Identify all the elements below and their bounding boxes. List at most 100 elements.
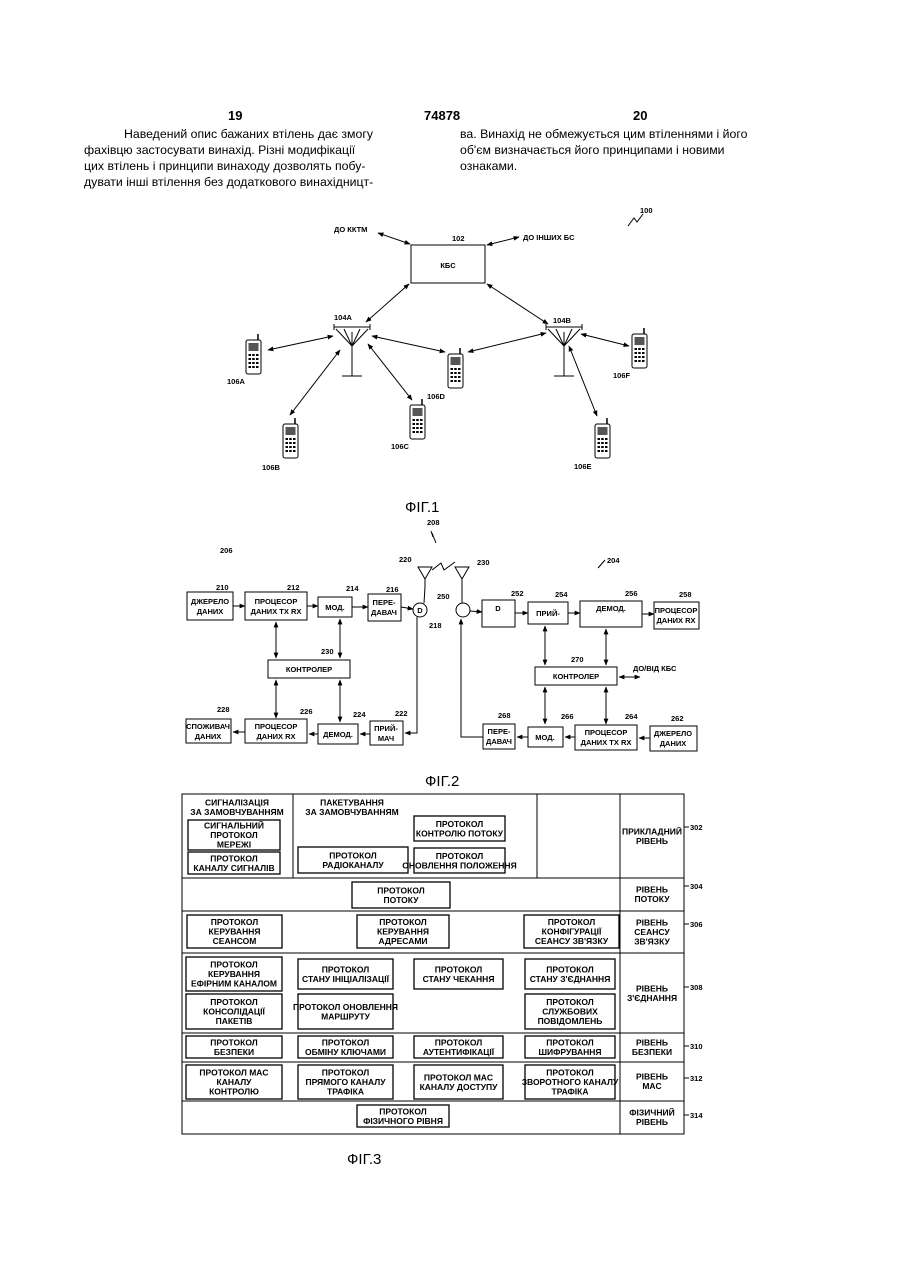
protocol-label: ШИФРУВАННЯ bbox=[539, 1047, 602, 1057]
terminal-106c-icon bbox=[410, 399, 425, 439]
protocol-label: ПРОТОКОЛ MAC bbox=[199, 1068, 268, 1078]
protocol-label: ПОТОКУ bbox=[383, 895, 419, 905]
block-ref: 254 bbox=[555, 590, 568, 599]
layer-label: РІВЕНЬ bbox=[636, 884, 668, 894]
block-ref: 230 bbox=[477, 558, 490, 567]
block-label: ПЕРЕ- bbox=[488, 727, 511, 736]
block-label: ДАНИХ bbox=[195, 732, 222, 741]
layer-ref: 308 bbox=[690, 983, 703, 992]
protocol-label: ПАКЕТІВ bbox=[216, 1016, 253, 1026]
block-label: ПРОЦЕСОР bbox=[585, 728, 628, 737]
block-label: ДЖЕРЕЛО bbox=[191, 597, 229, 606]
block-label: ПЕРЕ- bbox=[373, 598, 396, 607]
ref-link-label: 208 bbox=[427, 518, 440, 527]
bts-b-label: 104B bbox=[553, 316, 572, 325]
protocol-label: ТРАФІКА bbox=[552, 1087, 589, 1097]
protocol-label: ПРОТОКОЛ bbox=[377, 885, 424, 895]
block-ref: 224 bbox=[353, 710, 366, 719]
block-label: ПРИЙ- bbox=[536, 609, 560, 618]
block-ref: 250 bbox=[437, 592, 450, 601]
layer-label: РІВЕНЬ bbox=[636, 918, 668, 928]
protocol-label: РАДІОКАНАЛУ bbox=[322, 860, 384, 870]
block-label: ДАВАЧ bbox=[371, 608, 397, 617]
protocol-label: КЕРУВАННЯ bbox=[209, 927, 261, 937]
block-label: D bbox=[417, 606, 423, 615]
protocol-label: ПРОТОКОЛ bbox=[546, 1068, 593, 1078]
ref-left-label: 206 bbox=[220, 546, 233, 555]
layer-label: РІВЕНЬ bbox=[636, 983, 668, 993]
protocol-label: ПРОТОКОЛ bbox=[210, 853, 257, 863]
block-label: МОД. bbox=[325, 603, 344, 612]
protocol-label: ПРОТОКОЛ bbox=[322, 1068, 369, 1078]
block-label: КОНТРОЛЕР bbox=[553, 672, 599, 681]
to-pstn-label: ДО ККТМ bbox=[334, 225, 367, 234]
protocol-label: ПРОТОКОЛ bbox=[436, 851, 483, 861]
to-other-bs-label: ДО ІНШИХ БС bbox=[523, 233, 575, 242]
terminal-106a-icon bbox=[246, 334, 261, 374]
layer-ref: 314 bbox=[690, 1111, 703, 1120]
layer-label: ПОТОКУ bbox=[634, 894, 670, 904]
terminal-label: 106F bbox=[613, 371, 631, 380]
protocol-label: МЕРЕЖІ bbox=[217, 840, 251, 850]
protocol-label: КАНАЛУ bbox=[217, 1077, 253, 1087]
terminal-label: 106E bbox=[574, 462, 592, 471]
block-ref: 216 bbox=[386, 585, 399, 594]
protocol-label: ПРОТОКОЛ bbox=[322, 1037, 369, 1047]
layer-ref: 310 bbox=[690, 1042, 703, 1051]
protocol-label: СТАНУ З'ЄДНАННЯ bbox=[530, 974, 611, 984]
figure-1-caption: ФІГ.1 bbox=[405, 499, 439, 516]
block-ref: 222 bbox=[395, 709, 408, 718]
protocol-label: СИГНАЛІЗАЦІЯ bbox=[205, 797, 269, 807]
protocol-label: ЗВОРОТНОГО КАНАЛУ bbox=[522, 1077, 619, 1087]
block-label: ДАНИХ RX bbox=[656, 616, 695, 625]
protocol-label: ЗА ЗАМОВЧУВАННЯМ bbox=[305, 807, 398, 817]
block-label: D bbox=[495, 604, 501, 613]
protocol-label: КОНТРОЛЮ ПОТОКУ bbox=[416, 828, 504, 838]
protocol-label: АУТЕНТИФІКАЦІЇ bbox=[423, 1047, 495, 1057]
protocol-label: МАРШРУТУ bbox=[321, 1011, 370, 1021]
block-ref: 262 bbox=[671, 714, 684, 723]
protocol-label: КАНАЛУ ДОСТУПУ bbox=[420, 1082, 499, 1092]
protocol-label: СИГНАЛЬНИЙ bbox=[204, 820, 264, 831]
protocol-label: ПРОТОКОЛ bbox=[210, 960, 257, 970]
protocol-label: ПРОТОКОЛ bbox=[435, 964, 482, 974]
block-ref: 218 bbox=[429, 621, 442, 630]
layer-label: З'ЄДНАННЯ bbox=[627, 993, 677, 1003]
protocol-label: ПРОТОКОЛ bbox=[210, 1037, 257, 1047]
layer-label: ПРИКЛАДНИЙ bbox=[622, 825, 682, 836]
block-ref: 266 bbox=[561, 712, 574, 721]
kbs-ref: 102 bbox=[452, 234, 465, 243]
block-label: КОНТРОЛЕР bbox=[286, 665, 332, 674]
protocol-label: ПРОТОКОЛ MAC bbox=[424, 1072, 493, 1082]
block-label: ПРОЦЕСОР bbox=[255, 722, 298, 731]
layer-label: РІВЕНЬ bbox=[636, 1071, 668, 1081]
protocol-label: ПРОТОКОЛ bbox=[379, 917, 426, 927]
antenna-250-icon bbox=[455, 567, 469, 587]
figure-2: 208 206 204 220 230 ДЖЕРЕЛО ДАНИХ 210 ПР… bbox=[186, 518, 699, 790]
protocol-label: СЕАНСУ ЗВ'ЯЗКУ bbox=[535, 936, 609, 946]
block-ref: 230 bbox=[321, 647, 334, 656]
terminal-106e-icon bbox=[595, 418, 610, 458]
figure-2-caption: ФІГ.2 bbox=[425, 773, 459, 790]
protocol-label: ПРЯМОГО КАНАЛУ bbox=[305, 1077, 386, 1087]
block-label: ПРОЦЕСОР bbox=[655, 606, 698, 615]
protocol-label: ПРОТОКОЛ ОНОВЛЕННЯ bbox=[293, 1002, 398, 1012]
protocol-label: КОНСОЛІДАЦІЇ bbox=[203, 1007, 265, 1017]
block-label: ДАНИХ bbox=[197, 607, 224, 616]
block-ref: 264 bbox=[625, 712, 638, 721]
protocol-label: ПРОТОКОЛ bbox=[546, 997, 593, 1007]
block-ref: 268 bbox=[498, 711, 511, 720]
protocol-label: СТАНУ ЧЕКАННЯ bbox=[423, 974, 495, 984]
protocol-label: СЕАНСОМ bbox=[213, 936, 257, 946]
layer-label: СЕАНСУ bbox=[634, 927, 670, 937]
radio-link-icon bbox=[432, 562, 455, 570]
protocol-label: ПРОТОКОЛ bbox=[210, 997, 257, 1007]
layer-ref: 306 bbox=[690, 920, 703, 929]
layer-label: ЗВ'ЯЗКУ bbox=[634, 937, 670, 947]
terminal-label: 106C bbox=[391, 442, 410, 451]
protocol-label: КАНАЛУ СИГНАЛІВ bbox=[193, 863, 274, 873]
base-station-b-icon bbox=[546, 324, 582, 376]
figure-3: СИГНАЛІЗАЦІЯЗА ЗАМОВЧУВАННЯМПАКЕТУВАННЯЗ… bbox=[182, 794, 703, 1134]
protocol-label: ПРОТОКОЛ bbox=[211, 917, 258, 927]
